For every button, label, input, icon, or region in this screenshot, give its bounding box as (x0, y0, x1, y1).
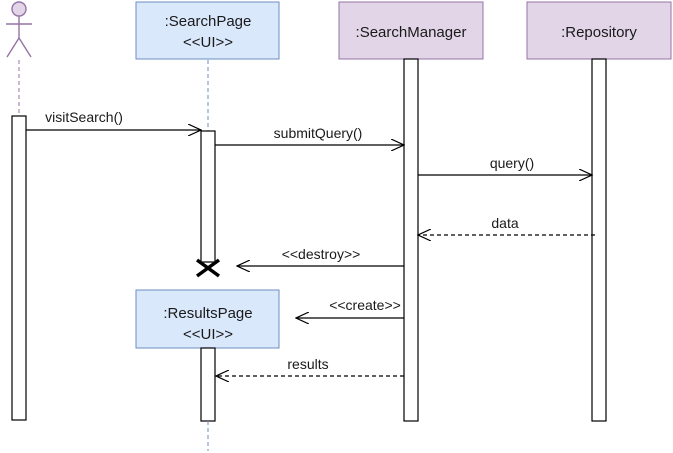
message-visit-search-label: visitSearch() (45, 109, 123, 125)
message-results-return[interactable]: results (216, 356, 404, 376)
search-page-box (135, 1, 280, 60)
message-destroy-label: <<destroy>> (282, 246, 361, 262)
actor-activation-bar (11, 115, 27, 421)
message-create[interactable]: <<create>> (296, 297, 404, 318)
message-visit-search[interactable]: visitSearch() (26, 109, 201, 130)
message-query-label: query() (490, 155, 534, 171)
results-page-box (135, 289, 280, 349)
repository-box (526, 1, 672, 60)
repository-activation-bar (591, 58, 607, 422)
search-manager-name: :SearchManager (356, 24, 467, 41)
actor[interactable] (6, 1, 32, 421)
destroy-x-icon (195, 258, 221, 278)
results-page-participant[interactable]: :ResultsPage <<UI>> (135, 289, 280, 451)
message-create-label: <<create>> (329, 297, 401, 313)
search-page-activation-bar (200, 130, 216, 263)
message-data-return[interactable]: data (418, 215, 595, 235)
search-manager-activation-bar (403, 58, 419, 422)
message-data-label: data (491, 215, 518, 231)
search-page-participant[interactable]: :SearchPage <<UI>> (135, 1, 280, 263)
message-results-label: results (287, 356, 328, 372)
repository-participant[interactable]: :Repository (526, 1, 672, 422)
search-manager-participant[interactable]: :SearchManager (338, 1, 484, 422)
message-submit-query-label: submitQuery() (274, 125, 363, 141)
results-page-stereotype: <<UI>> (183, 326, 233, 343)
results-page-activation-bar (200, 347, 216, 422)
message-destroy[interactable]: <<destroy>> (237, 246, 404, 266)
search-page-stereotype: <<UI>> (183, 34, 233, 51)
message-query[interactable]: query() (418, 155, 592, 175)
actor-stick-figure-icon (6, 1, 32, 58)
repository-name: :Repository (561, 24, 637, 41)
search-page-name: :SearchPage (165, 13, 252, 30)
message-submit-query[interactable]: submitQuery() (215, 125, 404, 145)
results-page-name: :ResultsPage (163, 305, 252, 322)
